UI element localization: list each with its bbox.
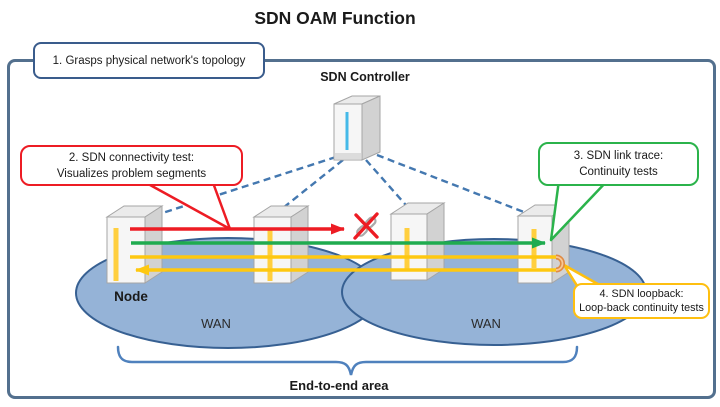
sdn-controller-label: SDN Controller [320,70,410,84]
callout-connectivity-line2: Visualizes problem segments [56,167,207,180]
loopback-turn-arc-highlight [555,256,564,271]
page-title: SDN OAM Function [254,8,416,28]
callout-linktrace-line1: 3. SDN link trace: [573,150,664,162]
wan-right-label: WAN [471,316,501,331]
link-to-node-4 [376,153,530,216]
callout-linktrace-line2: Continuity tests [579,166,658,178]
sdn-controller-icon [333,95,381,161]
callout-loopback-line2: Loop-back continuity tests [579,302,704,314]
diagram-outer-frame [7,59,716,399]
link-to-node-1 [149,155,337,219]
link-to-node-3 [365,159,413,213]
end-to-end-area-label: End-to-end area [289,378,389,393]
callout-topology-text: 1. Grasps physical network's topology [52,54,246,67]
callout-loopback: 4. SDN loopback: Loop-back continuity te… [573,283,710,319]
wan-left-label: WAN [201,316,231,331]
node-label: Node [114,289,148,304]
callout-connectivity-test: 2. SDN connectivity test: Visualizes pro… [20,145,243,186]
callout-topology: 1. Grasps physical network's topology [33,42,265,79]
linktrace-callout-tail [549,178,610,242]
broken-link-icon [353,212,379,240]
end-to-end-brace [116,345,579,376]
callout-connectivity-line1: 2. SDN connectivity test: [68,151,195,164]
callout-loopback-line1: 4. SDN loopback: [599,288,684,300]
callout-link-trace: 3. SDN link trace: Continuity tests [538,142,699,186]
